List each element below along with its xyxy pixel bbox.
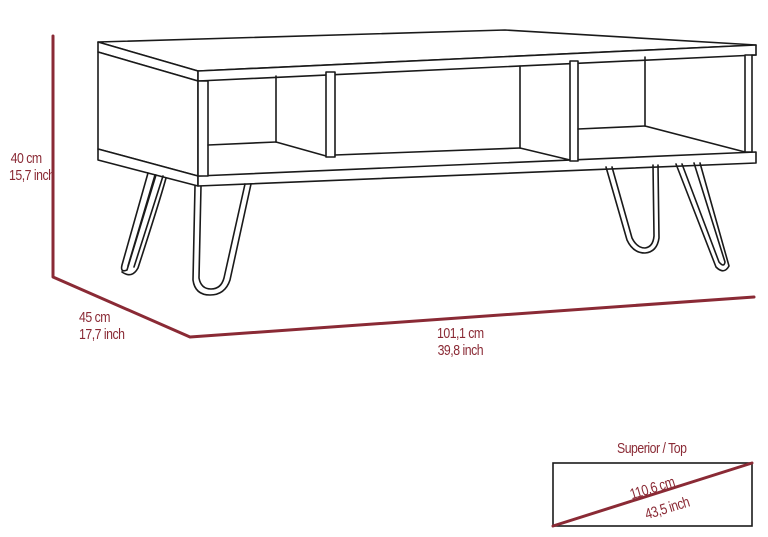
depth-cm: 45 cm bbox=[79, 309, 111, 326]
top-view-diagonal-line bbox=[551, 461, 754, 528]
depth-label: 45 cm 17,7 inch bbox=[79, 309, 125, 343]
width-label: 101,1 cm 39,8 inch bbox=[437, 325, 484, 359]
top-view-title: Superior / Top bbox=[617, 440, 687, 457]
width-inch: 39,8 inch bbox=[437, 342, 484, 359]
hairpin-leg-front-left bbox=[192, 183, 252, 296]
top-view bbox=[551, 461, 754, 528]
front-left-panel bbox=[197, 80, 209, 177]
height-inch: 15,7 inch bbox=[9, 167, 55, 184]
top-view-title-text: Superior / Top bbox=[617, 440, 687, 457]
left-compartment bbox=[207, 75, 327, 157]
hairpin-leg-back-left bbox=[120, 172, 167, 276]
bottom-shelf bbox=[97, 148, 757, 187]
right-compartment bbox=[577, 56, 746, 153]
right-end-panel bbox=[744, 54, 757, 153]
height-label: 40 cm 15,7 inch bbox=[9, 150, 55, 184]
depth-inch: 17,7 inch bbox=[79, 326, 125, 343]
center-right-divider bbox=[569, 60, 579, 162]
table-top bbox=[97, 29, 757, 82]
hairpin-leg-back-right bbox=[675, 162, 730, 272]
height-dimension-line bbox=[51, 34, 756, 339]
center-compartment bbox=[334, 65, 571, 161]
width-cm: 101,1 cm bbox=[437, 325, 484, 342]
height-cm: 40 cm bbox=[10, 150, 43, 167]
center-left-divider bbox=[325, 71, 336, 158]
hairpin-leg-front-right bbox=[605, 164, 660, 254]
